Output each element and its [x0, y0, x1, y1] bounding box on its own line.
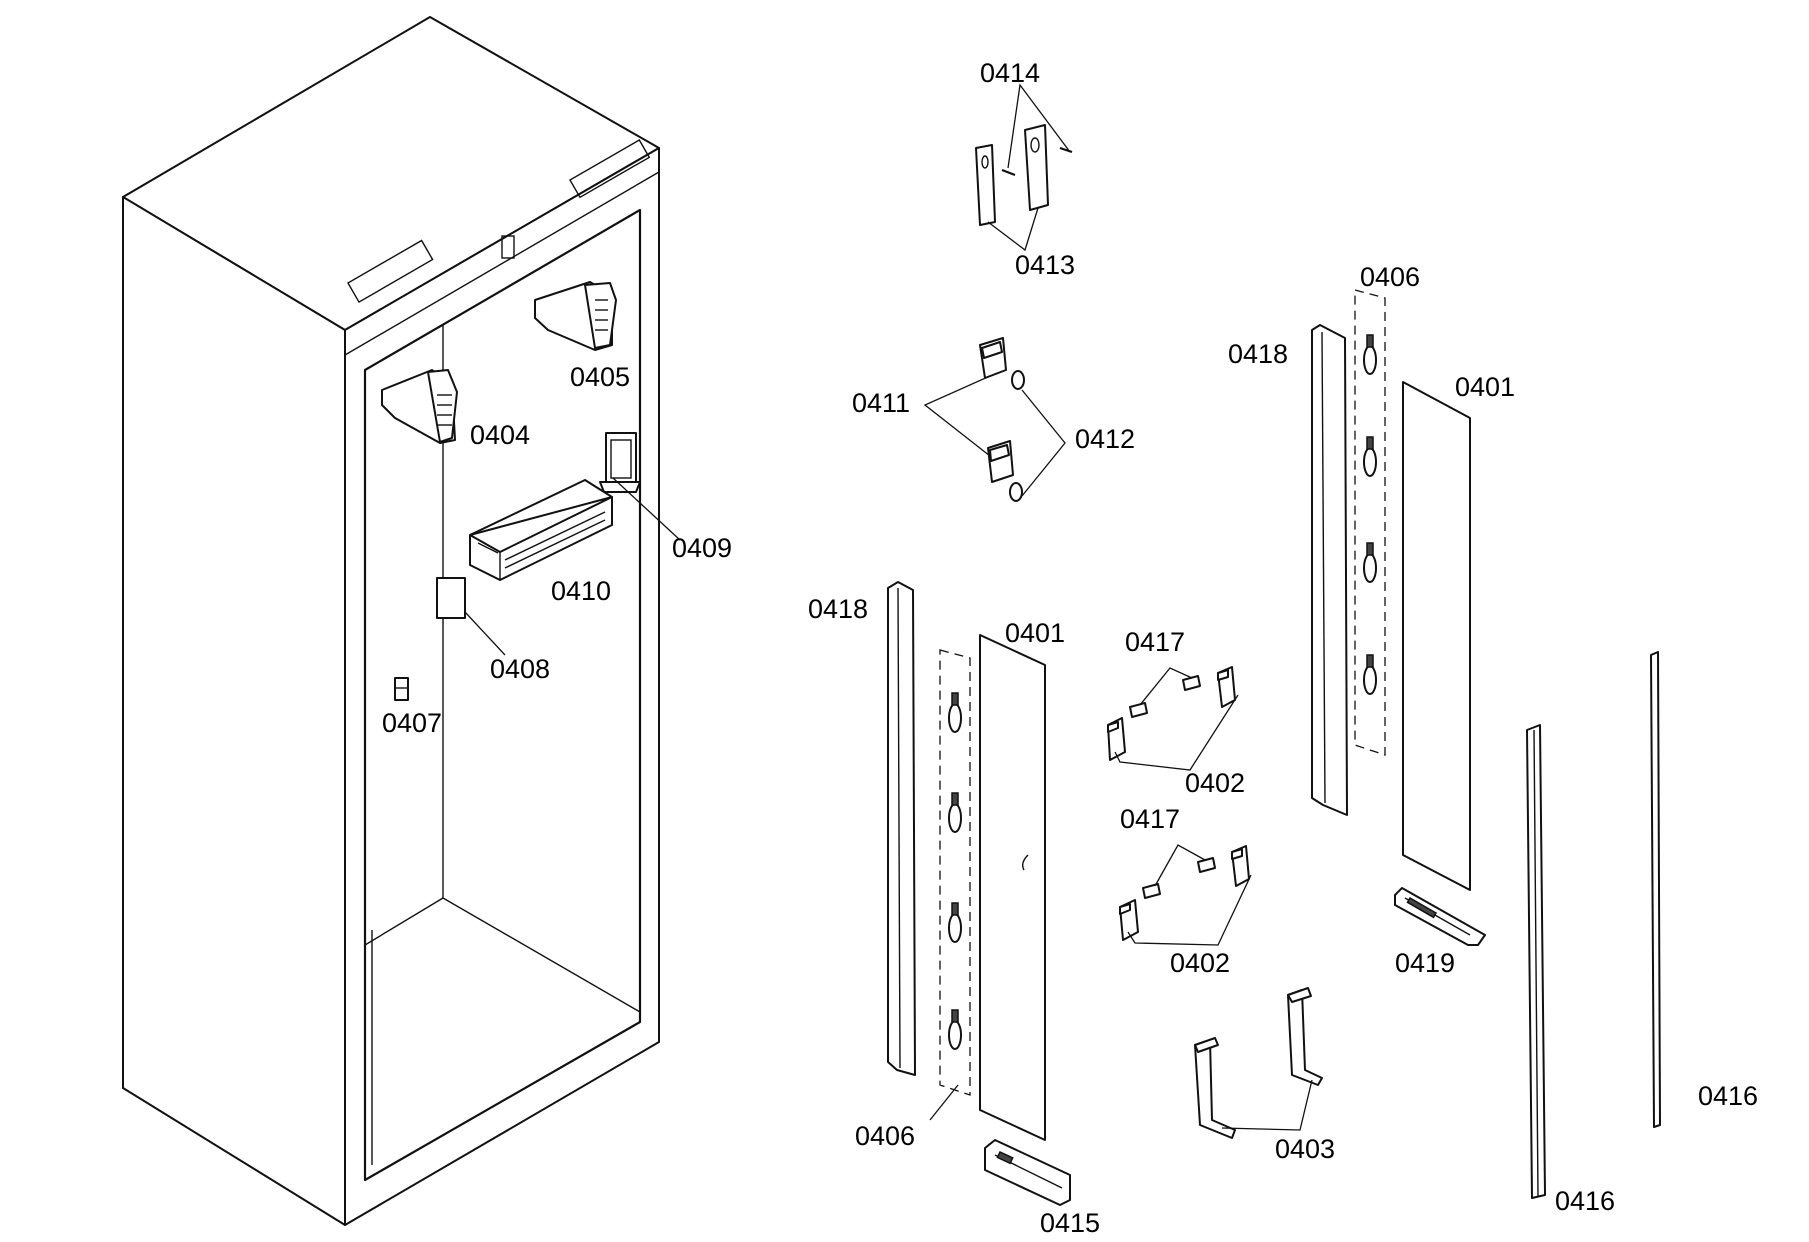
- label-0406-lower: 0406: [855, 1121, 915, 1151]
- label-0411: 0411: [852, 388, 910, 418]
- part-0404-shelf-support: [381, 369, 458, 444]
- label-0415: 0415: [1040, 1208, 1100, 1238]
- part-0401-door-panel-left: [979, 634, 1046, 1141]
- label-0417-upper: 0417: [1125, 627, 1185, 657]
- label-0404: 0404: [470, 420, 530, 450]
- part-0419-bottom-hinge: [1394, 887, 1486, 946]
- part-0413-hinge-plates: [975, 124, 1049, 226]
- part-0408-cover: [436, 577, 466, 619]
- part-0406-hanger-strip-left: [939, 649, 971, 1096]
- part-0417-pad-lower: [1142, 857, 1216, 899]
- label-0416-right: 0416: [1698, 1081, 1758, 1111]
- label-0407: 0407: [382, 708, 442, 738]
- label-0408: 0408: [490, 654, 550, 684]
- label-0405: 0405: [570, 362, 630, 392]
- part-0415-bottom-hinge: [984, 1139, 1071, 1206]
- label-0403: 0403: [1275, 1134, 1335, 1164]
- part-0405-shelf-support: [534, 281, 617, 351]
- label-0416-left: 0416: [1555, 1186, 1615, 1216]
- part-0406-hanger-strip-right: [1354, 289, 1386, 756]
- label-0414: 0414: [980, 58, 1040, 88]
- part-0410-light-housing: [469, 479, 613, 581]
- part-0401-door-panel-right: [1402, 381, 1471, 891]
- part-0417-pad-upper: [1129, 675, 1201, 718]
- label-0413: 0413: [1015, 250, 1075, 280]
- label-0410: 0410: [551, 576, 611, 606]
- label-0418-lower: 0418: [808, 594, 868, 624]
- part-0418-trim-strip-right: [1311, 324, 1348, 816]
- label-0402-upper: 0402: [1185, 768, 1245, 798]
- part-0418-trim-strip-left: [887, 581, 916, 1076]
- label-0418-upper: 0418: [1228, 339, 1288, 369]
- label-0412: 0412: [1075, 424, 1135, 454]
- part-0402-bracket-lower: [1119, 845, 1250, 941]
- label-0419: 0419: [1395, 948, 1455, 978]
- part-0416-gasket-strip-left: [1526, 724, 1546, 1199]
- label-0406-upper: 0406: [1360, 262, 1420, 292]
- part-0411-brackets: [979, 337, 1014, 483]
- label-0401-upper: 0401: [1455, 372, 1515, 402]
- label-0402-lower: 0402: [1170, 948, 1230, 978]
- part-0407-clip: [394, 677, 409, 701]
- label-0409: 0409: [672, 533, 732, 563]
- part-0402-bracket-upper: [1107, 666, 1236, 761]
- part-0403-brackets: [1194, 987, 1323, 1139]
- part-0409-switch: [599, 432, 641, 493]
- label-0401-lower: 0401: [1005, 618, 1065, 648]
- refrigerator-cabinet: [122, 16, 660, 1226]
- part-0416-gasket-strip-right: [1650, 651, 1661, 1128]
- label-0417-lower: 0417: [1120, 804, 1180, 834]
- part-0412-washers: [1009, 370, 1025, 502]
